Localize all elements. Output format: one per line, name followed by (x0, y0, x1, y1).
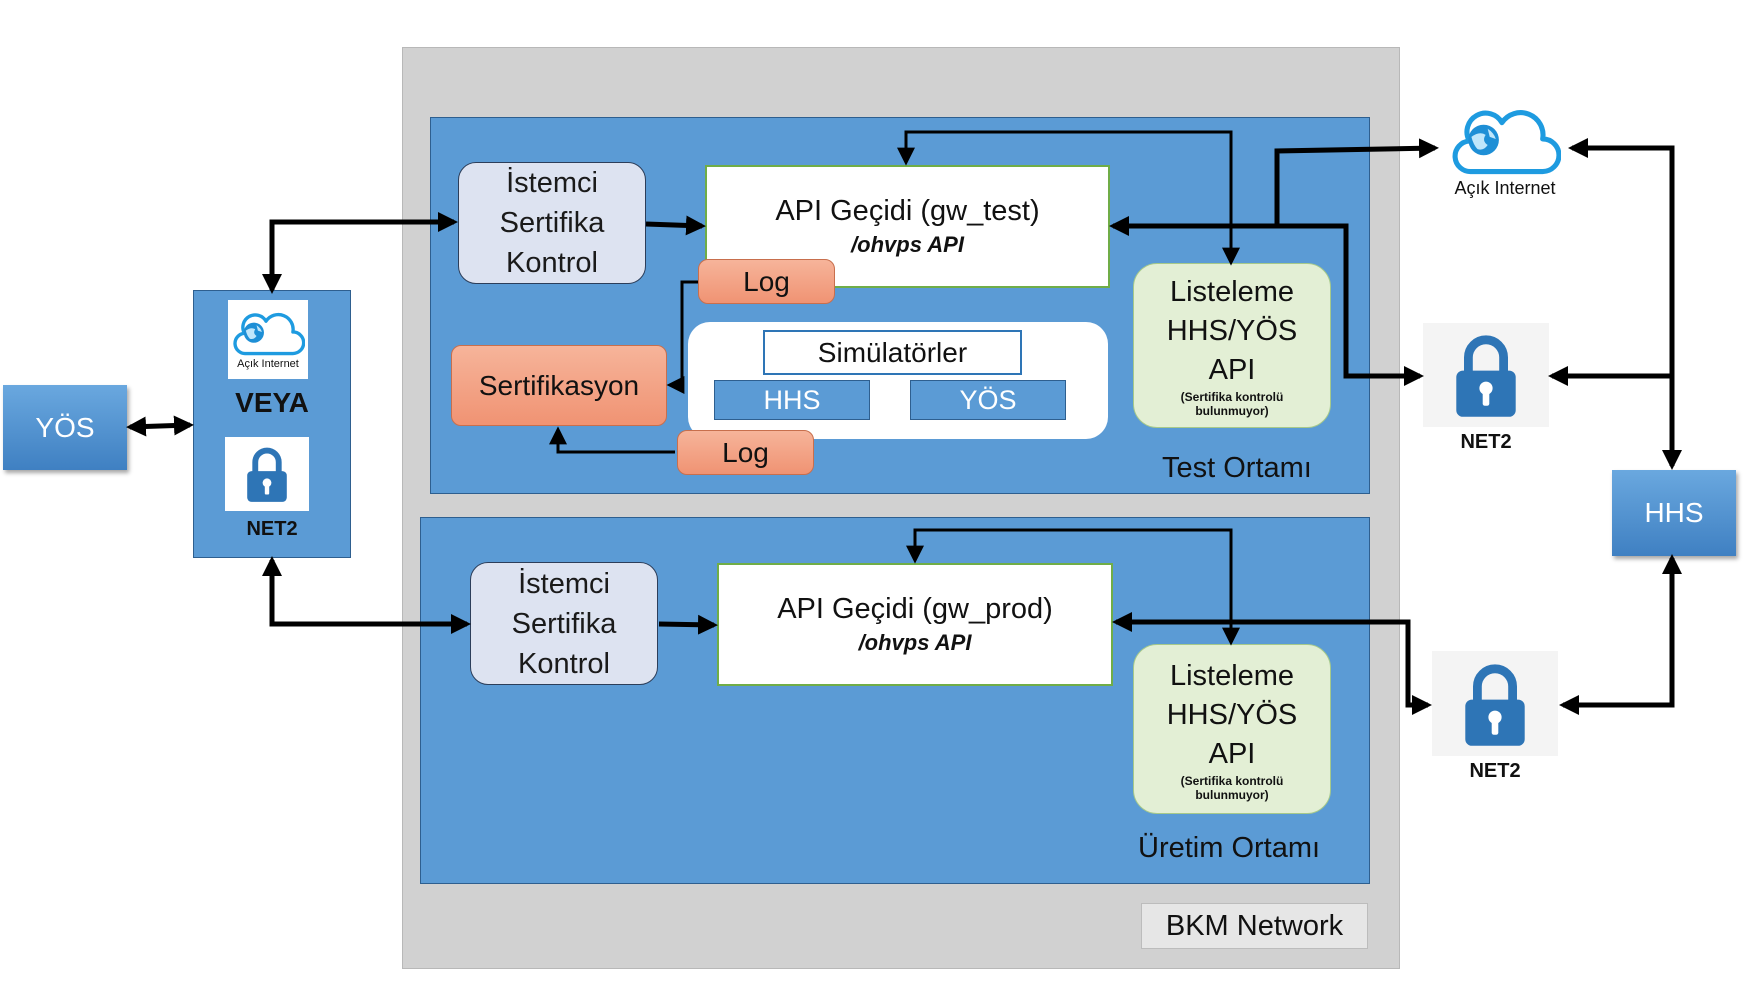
test-log-top: Log (698, 259, 835, 304)
prod-environment-label: Üretim Ortamı (1138, 832, 1321, 864)
listing-note: bulunmuyor) (1195, 404, 1269, 418)
arrow-veya-test (262, 212, 458, 294)
arrow-prod-client-gateway (658, 614, 718, 635)
internet-label: Açık Internet (237, 357, 299, 370)
net2-top-card (1423, 323, 1549, 427)
simulators-label: Simülatörler (763, 330, 1022, 375)
test-log-bottom: Log (677, 430, 814, 475)
arrow-test-gateway-net2 (1277, 223, 1424, 386)
listing-line: API (1208, 354, 1256, 386)
client-cert-line: Kontrol (506, 247, 598, 279)
veya-internet-card: Açık Internet (228, 300, 308, 379)
bkm-network-label: BKM Network (1141, 903, 1368, 949)
arrow-log-bottom-certification (549, 426, 675, 454)
arrow-veya-prod (262, 556, 471, 634)
simulator-hhs: HHS (714, 380, 870, 420)
test-environment-label: Test Ortamı (1162, 452, 1312, 484)
yos-node: YÖS (3, 385, 127, 470)
arrow-test-gateway-internet (1109, 138, 1439, 236)
client-cert-line: İstemci (506, 167, 598, 199)
listing-note: (Sertifika kontrolü (1180, 773, 1284, 788)
arrow-test-listing-loop (897, 130, 1240, 266)
internet-label: Açık Internet (1454, 178, 1556, 198)
net2-top-label: NET2 (1460, 431, 1512, 453)
client-cert-line: Kontrol (518, 647, 610, 680)
arrow-log-certification (666, 280, 698, 394)
simulator-yos: YÖS (910, 380, 1066, 420)
test-certification: Sertifikasyon (451, 345, 667, 426)
client-cert-line: İstemci (518, 567, 610, 600)
listing-line: HHS/YÖS (1166, 315, 1298, 347)
net2-bottom-label: NET2 (1469, 760, 1521, 782)
arrow-prod-gateway-net2 (1112, 612, 1432, 715)
test-listing-api: Listeleme HHS/YÖS API (Sertifika kontrol… (1133, 263, 1331, 428)
hhs-node: HHS (1612, 470, 1736, 556)
veya-net2-card (225, 437, 309, 511)
veya-label: VEYA (235, 387, 309, 418)
arrow-prod-listing-loop (906, 528, 1240, 646)
test-client-cert-box: İstemci Sertifika Kontrol (458, 162, 646, 284)
prod-client-cert-box: İstemci Sertifika Kontrol (470, 562, 658, 685)
arrow-test-client-gateway (645, 215, 706, 236)
listing-line: API (1208, 737, 1256, 770)
net2-bottom-card (1432, 651, 1558, 756)
arrow-yos-veya (126, 415, 194, 437)
arrow-hhs-internet (1568, 138, 1682, 470)
client-cert-line: Sertifika (499, 207, 605, 239)
listing-note: bulunmuyor) (1195, 787, 1269, 802)
client-cert-line: Sertifika (511, 607, 617, 640)
arrow-hhs-net2-bottom (1559, 554, 1682, 715)
veya-net2-label: NET2 (246, 518, 298, 540)
internet-right: Açık Internet (1440, 100, 1570, 205)
listing-note: (Sertifika kontrolü (1180, 390, 1284, 404)
listing-line: Listeleme (1169, 276, 1295, 308)
